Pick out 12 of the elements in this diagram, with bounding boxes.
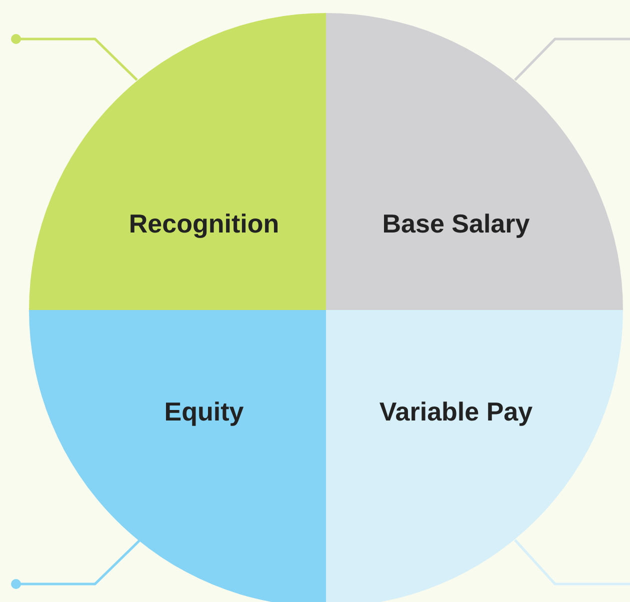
leader-line <box>11 34 138 81</box>
quadrant-segment <box>326 310 623 602</box>
leader-line <box>11 539 141 589</box>
segment-label: Equity <box>164 396 244 428</box>
segment-label: Recognition <box>128 208 280 240</box>
segment-label: Base Salary <box>382 208 530 240</box>
leader-line <box>514 539 630 586</box>
segment-label: Variable Pay <box>379 396 533 428</box>
quadrant-segment <box>326 13 623 310</box>
quadrant-segment <box>29 310 326 602</box>
leader-line <box>514 38 630 81</box>
quadrant-segment <box>29 13 326 310</box>
